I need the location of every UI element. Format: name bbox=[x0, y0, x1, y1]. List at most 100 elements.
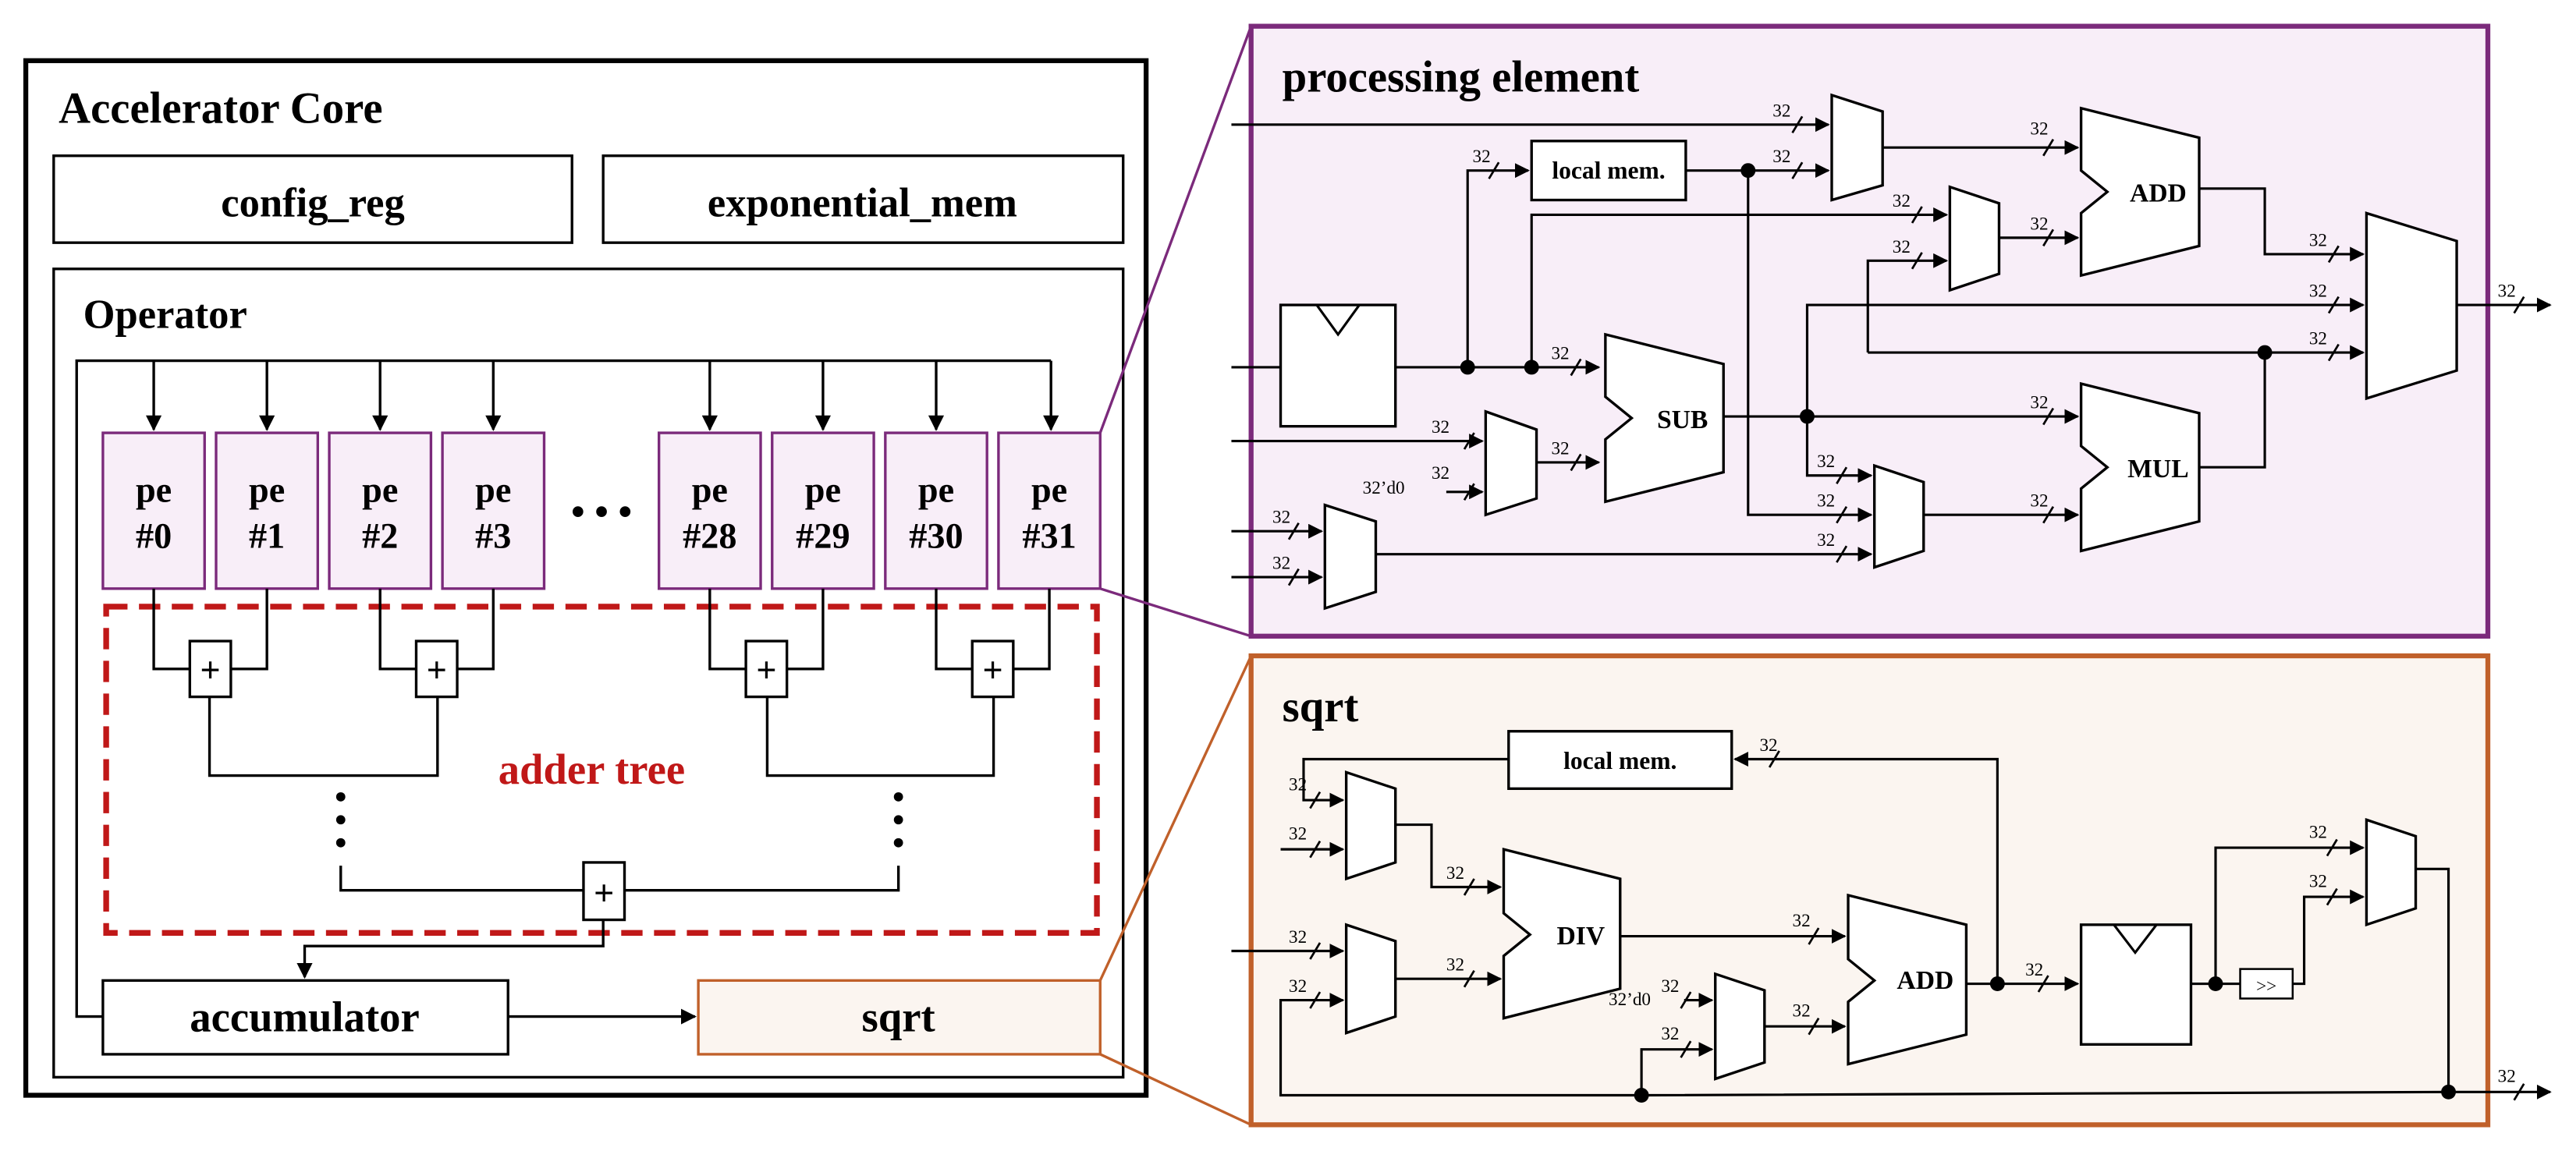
plus-icon: + bbox=[756, 651, 776, 691]
pe-bus-width-marks bbox=[1287, 115, 2525, 586]
pe-sub-label: SUB bbox=[1657, 406, 1708, 434]
pe-ellipsis: • • • bbox=[571, 490, 632, 533]
pe-label: pe bbox=[1031, 470, 1067, 510]
pe-3: pe #3 bbox=[441, 431, 546, 590]
pe-0: pe #0 bbox=[101, 431, 206, 590]
bus-width-label: 32 bbox=[2309, 282, 2327, 302]
pe-broadcast-bus bbox=[75, 359, 1059, 1018]
pe-mux bbox=[1484, 409, 1538, 517]
bus-width-label: 32 bbox=[2030, 214, 2048, 234]
adder-node: + bbox=[744, 639, 789, 699]
accumulator-block: accumulator bbox=[101, 979, 509, 1056]
bus-width-label: 32 bbox=[1446, 863, 1464, 884]
bus-width-label: 32 bbox=[1893, 191, 1911, 211]
pe-array: pe #0 pe #1 pe #2 pe #3 • • • pe bbox=[101, 431, 1102, 590]
plus-icon: + bbox=[982, 651, 1002, 691]
plus-icon: + bbox=[594, 874, 614, 914]
sqrt-detail-junctions bbox=[1634, 976, 2457, 1103]
bus-width-label: 32 bbox=[1289, 927, 1307, 947]
pe-31: pe #31 bbox=[997, 431, 1102, 590]
sqrt-mux bbox=[1714, 972, 1766, 1081]
sqrt-label: sqrt bbox=[862, 993, 935, 1041]
pe-label: pe bbox=[249, 470, 285, 510]
sqrt-bus-width-labels: 32 32 32 32 32 32 32 32 32 32’d0 32 32 3… bbox=[1289, 735, 2516, 1087]
pe-number: #2 bbox=[362, 516, 398, 556]
bus-width-label: 32 bbox=[2498, 282, 2516, 302]
bus-width-label: 32 bbox=[1272, 508, 1290, 528]
bus-width-label: 32 bbox=[1551, 343, 1569, 363]
pe-label: pe bbox=[475, 470, 511, 510]
bus-width-label: 32 bbox=[1893, 237, 1911, 257]
pe-detail-title: processing element bbox=[1283, 53, 1640, 102]
bus-width-label: 32 bbox=[2030, 119, 2048, 139]
pe-detail-panel: processing element bbox=[1231, 23, 2552, 639]
pe-add-unit: ADD bbox=[2079, 106, 2201, 278]
sqrt-bus-width-marks bbox=[1309, 750, 2525, 1101]
pe-label: pe bbox=[692, 470, 728, 510]
bus-width-label: 32 bbox=[1289, 824, 1307, 845]
bus-width-label: 32 bbox=[1446, 955, 1464, 976]
sqrt-local-mem: local mem. bbox=[1507, 730, 1733, 791]
bus-width-label: 32 bbox=[1817, 491, 1835, 512]
bus-width-label: 32 bbox=[2309, 230, 2327, 250]
sqrt-detail-title: sqrt bbox=[1283, 682, 1359, 731]
bus-width-label: 32 bbox=[1793, 911, 1811, 931]
pe-output-mux bbox=[2365, 211, 2458, 401]
config-reg-label: config_reg bbox=[221, 181, 404, 226]
bus-width-label: 32 bbox=[1551, 438, 1569, 459]
pe-number: #31 bbox=[1022, 516, 1076, 556]
pe-mul-unit: MUL bbox=[2079, 381, 2201, 553]
bus-width-label: 32 bbox=[1817, 452, 1835, 472]
zero-constant-label: 32’d0 bbox=[1363, 478, 1405, 498]
bus-width-label: 32 bbox=[2030, 393, 2048, 413]
pe-label: pe bbox=[136, 470, 172, 510]
bus-width-label: 32 bbox=[1759, 735, 1777, 756]
shift-right-block: >> bbox=[2239, 968, 2294, 1000]
sqrt-add-unit: ADD bbox=[1847, 893, 1968, 1066]
pe-number: #3 bbox=[475, 516, 511, 556]
pe-number: #28 bbox=[683, 516, 736, 556]
bus-width-label: 32 bbox=[2309, 329, 2327, 349]
pe-register bbox=[1279, 303, 1397, 428]
pe-28: pe #28 bbox=[657, 431, 762, 590]
adder-node: + bbox=[188, 639, 232, 699]
bus-width-label: 32 bbox=[2309, 822, 2327, 842]
pe-mux bbox=[1323, 503, 1378, 611]
sqrt-detail-panel: sqrt local m bbox=[1231, 653, 2552, 1128]
pe-local-mem: local mem. bbox=[1530, 140, 1687, 202]
clock-icon bbox=[2113, 923, 2158, 955]
sqrt-add-label: ADD bbox=[1897, 966, 1953, 995]
bus-width-label: 32 bbox=[1432, 463, 1449, 483]
accumulator-label: accumulator bbox=[190, 993, 419, 1041]
bus-width-label: 32 bbox=[2030, 491, 2048, 512]
pe-label: pe bbox=[362, 470, 398, 510]
pe-mux bbox=[1872, 463, 1925, 569]
pe-bus-width-labels: 32 32 32 32 32 32 32’d0 32 32 32 32 32 3… bbox=[1272, 101, 2516, 573]
bus-width-label: 32 bbox=[1432, 417, 1449, 437]
pe-local-mem-label: local mem. bbox=[1552, 157, 1665, 184]
sqrt-div-unit: DIV bbox=[1502, 847, 1622, 1020]
exponential-mem-label: exponential_mem bbox=[708, 181, 1017, 226]
plus-icon: + bbox=[427, 651, 447, 691]
sqrt-mux bbox=[1344, 923, 1397, 1035]
exponential-mem-block: exponential_mem bbox=[601, 154, 1125, 244]
adder-tree: adder tree bbox=[103, 588, 1100, 979]
shift-right-label: >> bbox=[2256, 976, 2276, 997]
bus-width-label: 32 bbox=[1473, 147, 1491, 167]
bus-width-label: 32 bbox=[1661, 976, 1679, 997]
pe-detail-wires bbox=[1231, 117, 2552, 585]
pe-number: #29 bbox=[796, 516, 850, 556]
sqrt-block: sqrt bbox=[697, 979, 1102, 1056]
adder-tree-label: adder tree bbox=[499, 745, 685, 793]
pe-label: pe bbox=[805, 470, 841, 510]
pe-number: #30 bbox=[909, 516, 963, 556]
pe-mux bbox=[1948, 185, 2001, 292]
pe-label: pe bbox=[918, 470, 954, 510]
pe-add-label: ADD bbox=[2130, 179, 2187, 208]
bus-width-label: 32 bbox=[1817, 530, 1835, 551]
clock-icon bbox=[1315, 304, 1361, 337]
pe-mul-label: MUL bbox=[2127, 455, 2188, 483]
adder-dots bbox=[335, 792, 903, 848]
accelerator-core-title: Accelerator Core bbox=[59, 84, 382, 133]
